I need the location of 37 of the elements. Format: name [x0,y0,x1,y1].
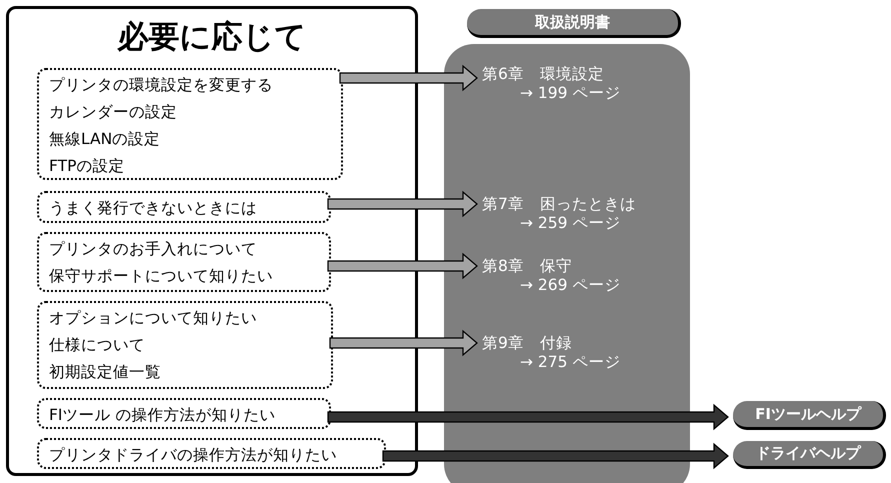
page-reference: → 259 ページ [520,214,620,232]
topic-box [37,438,386,469]
topic-text: プリンタドライバの操作方法が知りたい [49,445,338,466]
block-arrow [382,442,729,470]
topic-box [37,398,331,429]
chapter-title: 第7章 困ったときは [482,195,636,213]
topic-text: 保守サポートについて知りたい [49,266,274,287]
topic-text: 仕様について [49,335,146,356]
block-arrow [327,404,729,430]
topic-text: オプションについて知りたい [49,308,258,329]
topic-box [37,232,331,292]
page-reference: → 269 ページ [520,276,620,294]
block-arrow [339,64,478,92]
heading: 必要に応じて [116,18,308,57]
topic-text: カレンダーの設定 [49,102,178,123]
block-arrow [327,190,478,218]
page-reference: → 275 ページ [520,353,620,371]
topic-box [37,68,343,180]
topic-box [37,191,331,223]
topic-text: プリンタのお手入れについて [49,239,258,260]
topic-text: 初期設定値一覧 [49,362,162,383]
manual-panel [444,44,690,483]
topic-text: プリンタの環境設定を変更する [49,75,274,96]
title-pill: FIツールヘルプ [733,401,886,430]
topic-text: 無線LANの設定 [49,129,162,150]
page-reference: → 199 ページ [520,84,620,102]
topic-text: FTPの設定 [49,156,126,177]
block-arrow [329,330,478,356]
title-pill: 取扱説明書 [467,9,681,38]
chapter-title: 第8章 保守 [482,257,572,275]
chapter-title: 第9章 付録 [482,334,572,352]
topic-text: FIツール の操作方法が知りたい [49,405,276,426]
topic-box [37,301,333,389]
block-arrow [327,252,478,280]
chapter-title: 第6章 環境設定 [482,65,604,83]
title-pill: ドライバヘルプ [733,441,886,469]
topic-text: うまく発行できないときには [49,198,258,219]
